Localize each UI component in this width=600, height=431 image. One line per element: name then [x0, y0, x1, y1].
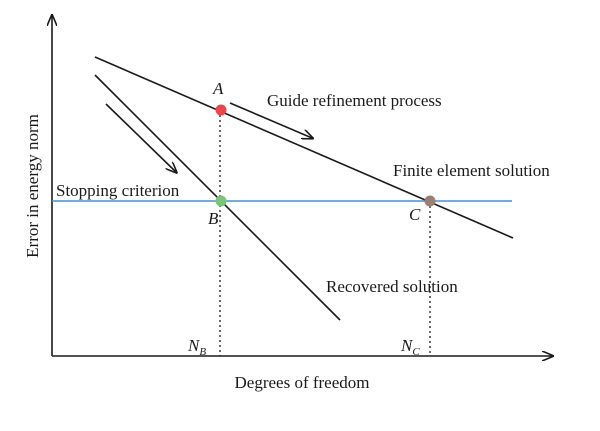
nc-tick-main: N	[400, 336, 414, 355]
stopping-criterion-label: Stopping criterion	[56, 181, 180, 200]
nc-tick-sub: C	[412, 346, 420, 358]
guide-refinement-label: Guide refinement process	[267, 91, 442, 110]
finite-element-line	[94, 56, 514, 239]
nc-tick-label: NC	[400, 336, 420, 358]
nb-tick-sub: B	[199, 346, 206, 358]
point-b-label: B	[208, 209, 219, 228]
guide-refinement-arrow	[229, 102, 312, 138]
y-axis-label: Error in energy norm	[23, 114, 42, 258]
recovered-descent-arrow	[105, 103, 176, 172]
finite-element-label: Finite element solution	[393, 161, 550, 180]
point-a-marker	[215, 104, 227, 116]
x-axis-label: Degrees of freedom	[235, 373, 370, 392]
point-c-marker	[424, 195, 436, 207]
recovered-solution-label: Recovered solution	[326, 277, 458, 296]
point-b-marker	[215, 195, 227, 207]
point-a-label: A	[212, 79, 224, 98]
point-c-label: C	[409, 205, 421, 224]
nb-tick-label: NB	[187, 336, 206, 358]
nb-tick-main: N	[187, 336, 201, 355]
